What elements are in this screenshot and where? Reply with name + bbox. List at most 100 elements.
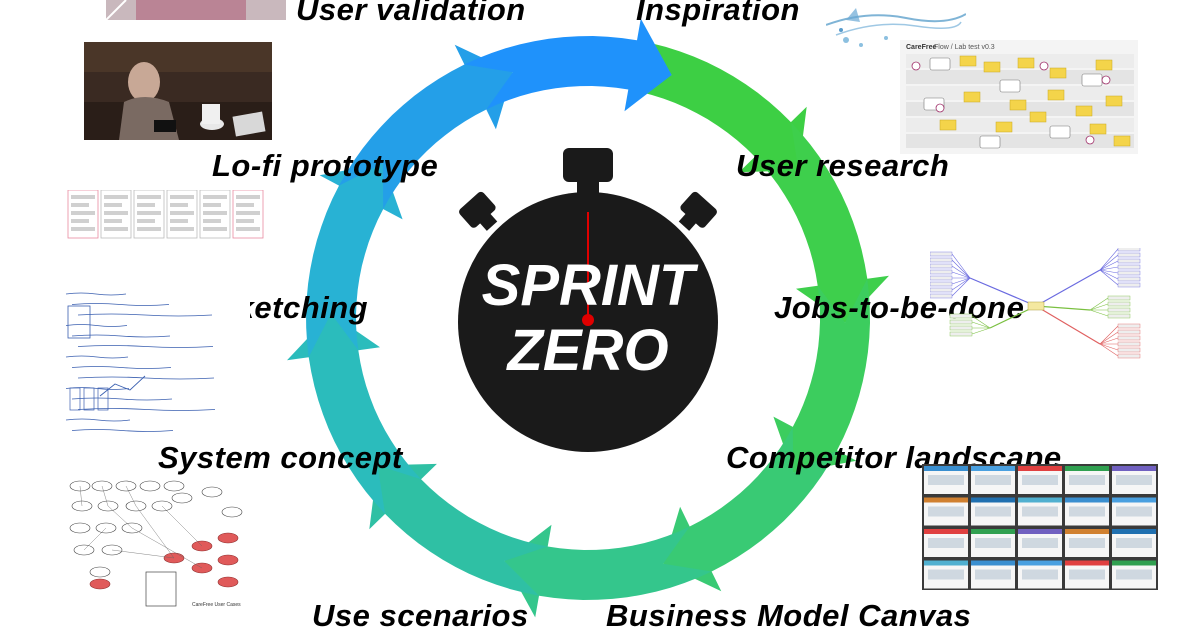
- sticky-note: [1105, 95, 1123, 107]
- wireframes-image: [66, 190, 268, 242]
- sticky-note: [1075, 105, 1093, 117]
- wireframe-line: [104, 195, 128, 199]
- system-boundary: [145, 571, 177, 607]
- persona-icon: [935, 103, 945, 113]
- stage-label-lo-fi-prototype: Lo-fi prototype: [212, 148, 439, 183]
- competitor-screenshot-header: [1065, 466, 1109, 471]
- sketch-stroke: [77, 345, 214, 348]
- mindmap-leaf: [1107, 295, 1131, 301]
- mindmap-leaf: [930, 269, 953, 275]
- persona-icon: [911, 61, 921, 71]
- competitor-screenshot-content: [975, 506, 1011, 517]
- flow-box: [929, 57, 951, 71]
- competitor-screenshot-content: [1022, 538, 1058, 548]
- mindmap-leaf: [949, 331, 973, 337]
- mindmap-leaf-line: [951, 271, 971, 279]
- cycle-arrow-segment: [369, 463, 548, 596]
- flow-lane: [906, 118, 1134, 132]
- mindmap-leaf: [1117, 335, 1141, 341]
- mindmap-leaf: [1117, 258, 1141, 264]
- arrow-ring: [287, 18, 889, 618]
- competitor-screenshot-header: [971, 497, 1015, 503]
- competitor-screenshot-header: [1018, 529, 1062, 534]
- mindmap-branch: [1035, 305, 1101, 345]
- sketch-stroke: [71, 334, 171, 338]
- mindmap-branch: [969, 277, 1037, 307]
- competitor-screenshot-header: [1018, 466, 1062, 471]
- wireframe-line: [170, 219, 188, 223]
- inspiration-splash-image: [826, 0, 966, 50]
- sticky-note: [1029, 111, 1047, 123]
- wireframe-line: [104, 211, 128, 215]
- sticky-note: [1095, 59, 1113, 71]
- wireframe-line: [104, 203, 122, 207]
- mindmap-leaf: [930, 281, 953, 287]
- competitor-screenshot-content: [928, 475, 964, 485]
- competitor-screenshot-content: [1022, 506, 1058, 517]
- competitor-screenshot-content: [928, 506, 964, 517]
- wireframe-line: [203, 227, 227, 231]
- use-case-link: [131, 527, 203, 569]
- sticky-note: [1049, 67, 1067, 79]
- competitor-screenshot-header: [1065, 529, 1109, 534]
- mindmap-leaf-line: [1099, 254, 1119, 271]
- mindmap-leaf-line: [951, 253, 971, 279]
- competitor-screenshot-header: [1065, 560, 1109, 566]
- sketch-graph: [99, 375, 146, 397]
- competitor-screenshot-header: [1112, 560, 1156, 566]
- use-case-link: [107, 505, 133, 529]
- mindmap-leaf: [1107, 313, 1131, 319]
- sketch-stroke: [71, 303, 170, 306]
- use-case-node-highlighted: [89, 578, 111, 590]
- wireframe-line: [137, 211, 161, 215]
- competitor-screenshot-header: [971, 529, 1015, 534]
- wireframe-line: [137, 219, 155, 223]
- mindmap-leaf-line: [971, 321, 991, 329]
- mindmap-leaf-line: [1099, 269, 1119, 274]
- stage-label-business-model-canvas: Business Model Canvas: [606, 598, 972, 633]
- flow-lane: [906, 86, 1134, 100]
- mindmap-leaf: [1117, 264, 1141, 270]
- mindmap-hub: [1027, 301, 1045, 311]
- mindmap-leaf-line: [1099, 269, 1119, 286]
- sticky-note: [1017, 57, 1035, 69]
- sketch-phone: [83, 387, 95, 411]
- mindmap-branch: [1035, 269, 1101, 307]
- mindmap-leaf-line: [1099, 343, 1119, 351]
- wireframe-line: [104, 219, 122, 223]
- wireframe-line: [71, 227, 95, 231]
- mindmap-leaf-line: [1089, 303, 1109, 311]
- wireframe-line: [203, 195, 227, 199]
- sticky-note: [983, 61, 1001, 73]
- cycle-arrow-segment: [464, 18, 672, 112]
- mindmap-branch: [1035, 305, 1091, 311]
- wireframe-line: [71, 219, 89, 223]
- stopwatch: SPRINT ZERO: [458, 148, 718, 452]
- cycle-arrow-segment: [504, 524, 712, 618]
- stage-label-system-concept: System concept: [158, 440, 403, 475]
- sketch-stroke: [71, 397, 173, 401]
- flow-lane: [906, 134, 1134, 148]
- mindmap-leaf: [930, 275, 953, 281]
- mindmap-leaf: [1117, 347, 1141, 353]
- wireframe-line: [203, 203, 221, 207]
- mindmap-leaf-line: [971, 315, 991, 329]
- flow-box: [1049, 125, 1071, 139]
- user-validation-thumbnail: [106, 0, 286, 20]
- use-case-node-highlighted: [217, 554, 239, 566]
- flow-box: [979, 135, 1001, 149]
- competitor-screenshot-content: [1116, 538, 1152, 548]
- competitor-screenshot-content: [1069, 475, 1105, 485]
- wireframe-line: [137, 227, 161, 231]
- mindmap-leaf: [1117, 341, 1141, 347]
- competitor-screenshot-header: [1018, 560, 1062, 566]
- stopwatch-pivot: [582, 314, 594, 326]
- competitor-screenshot-content: [1069, 538, 1105, 548]
- lo-fi-prototype-photo: [84, 42, 272, 140]
- mindmap-leaf-line: [951, 277, 971, 291]
- use-case-node: [171, 492, 193, 504]
- stopwatch-left-button: [459, 191, 498, 231]
- mindmap-leaf: [1117, 248, 1141, 252]
- competitor-screenshot-content: [1116, 506, 1152, 517]
- sticky-note: [1047, 89, 1065, 101]
